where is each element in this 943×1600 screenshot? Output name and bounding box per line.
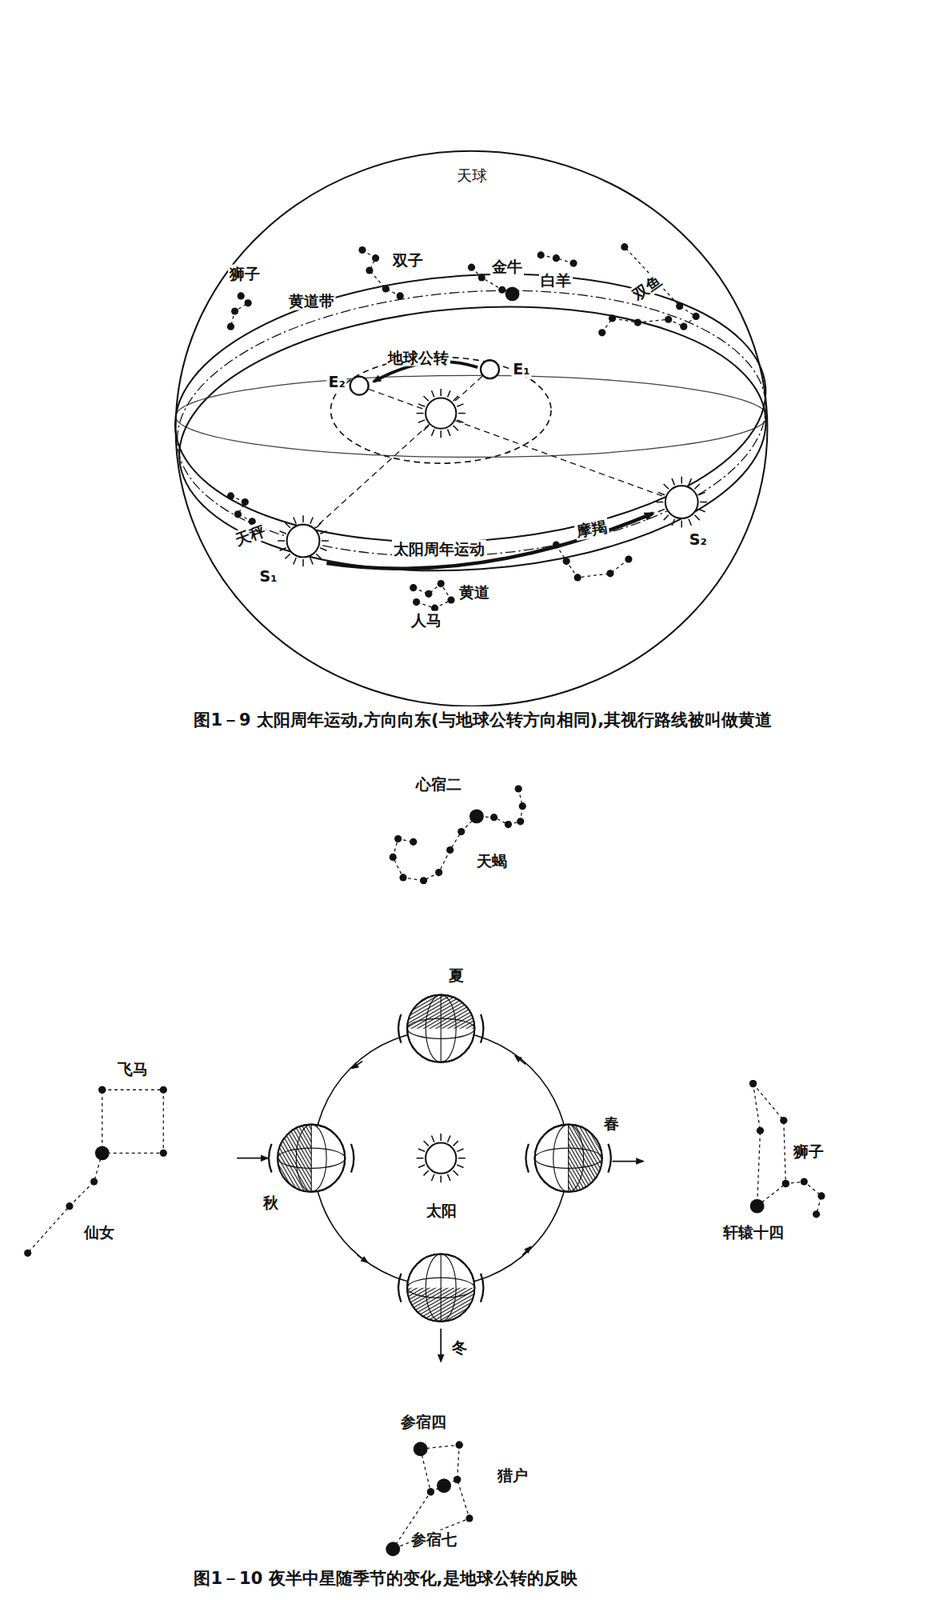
orbit-arrow [351, 1061, 363, 1069]
earth-globe [398, 994, 484, 1063]
celestial-sphere [175, 151, 768, 707]
point-label: E₂ [326, 372, 347, 392]
constellation-label: 狮子 [791, 1142, 826, 1161]
point-label: S₁ [258, 566, 280, 585]
star-label: 心宿二 [414, 775, 464, 794]
season-label: 冬 [450, 1338, 469, 1357]
scorpius-stars [389, 784, 527, 884]
season-label: 春 [602, 1113, 621, 1132]
point-label: E₁ [511, 359, 532, 378]
constellation-label: 狮子 [227, 264, 262, 284]
aries-stars [537, 251, 578, 267]
leo-stars [753, 1179, 790, 1210]
leo-stars [749, 1079, 765, 1214]
sun-symbol [655, 476, 708, 528]
season-label: 秋 [261, 1193, 280, 1212]
constellation-label: 天秤 [231, 520, 269, 550]
orion-stars [385, 1441, 473, 1557]
star-label: 轩辕十四 [721, 1222, 786, 1242]
motion-label: 太阳周年运动 [391, 539, 487, 559]
band-label: 黄道带 [287, 291, 336, 311]
sun-symbol [416, 1133, 466, 1183]
ecliptic-band [166, 255, 778, 590]
sight-line [359, 385, 674, 500]
orbit-arrow [336, 1066, 352, 1086]
sun-label: 太阳 [424, 1201, 459, 1220]
pisces-stars [598, 243, 700, 336]
caption: 图1－9 太阳周年运动,方向向东(与地球公转方向相同),其视行路线被叫做黄道 [193, 706, 788, 735]
star-label: 参宿四 [399, 1412, 448, 1431]
caption: 图1－10 夜半中星随季节的变化,是地球公转的反映 [193, 1564, 577, 1593]
earth-symbol [350, 376, 369, 396]
sight-line [306, 369, 491, 536]
annual-motion-arrow [326, 513, 653, 569]
constellation-label: 天蝎 [475, 851, 509, 870]
sun-symbol [277, 515, 329, 567]
star-label: 参宿七 [409, 1530, 459, 1549]
direction-arrow [612, 1160, 644, 1163]
sun-symbol [416, 388, 466, 438]
drawing [23, 151, 826, 1556]
libra-stars [227, 491, 256, 525]
motion-label: 地球公转 [386, 347, 451, 367]
orbit-arrow [522, 1246, 531, 1255]
constellation-label: 飞马 [115, 1059, 150, 1079]
orbit-arrow [515, 1248, 531, 1263]
orbit-arrow [336, 1232, 352, 1249]
orbit-arrow [530, 1066, 547, 1086]
celestial-equator [175, 375, 768, 457]
season-label: 夏 [447, 965, 466, 984]
constellation-label: 仙女 [82, 1222, 116, 1242]
leo-stars [749, 1079, 826, 1218]
constellation-label: 白羊 [539, 270, 573, 289]
pegasus-stars [98, 1086, 168, 1157]
orion-stars [427, 1475, 461, 1495]
capricornus-stars [552, 541, 633, 582]
earth-globe [268, 1124, 354, 1192]
constellation-label: 金牛 [490, 257, 524, 276]
ecliptic-label: 黄道 [457, 583, 492, 602]
earth-globe [398, 1254, 484, 1322]
sphere-label: 天球 [455, 166, 489, 185]
leo-stars [227, 291, 252, 330]
earth-symbol [480, 359, 500, 379]
orbit-arrow [515, 1055, 526, 1064]
sagittarius-stars [409, 579, 455, 612]
constellation-label: 猎户 [495, 1465, 530, 1484]
constellation-label: 双鱼 [627, 270, 666, 305]
constellation-label: 双子 [391, 251, 425, 270]
constellation-label: 摩羯 [573, 516, 610, 541]
earth-globe [526, 1124, 612, 1192]
earth-orbit [330, 356, 552, 464]
orbit-arrow [357, 1254, 368, 1263]
earth-orbit [313, 1030, 569, 1286]
point-label: S₂ [687, 529, 709, 548]
direction-arrow [439, 1328, 442, 1362]
direction-arrow [236, 1157, 268, 1159]
orion-stars [413, 1441, 464, 1457]
constellation-label: 人马 [409, 610, 444, 629]
